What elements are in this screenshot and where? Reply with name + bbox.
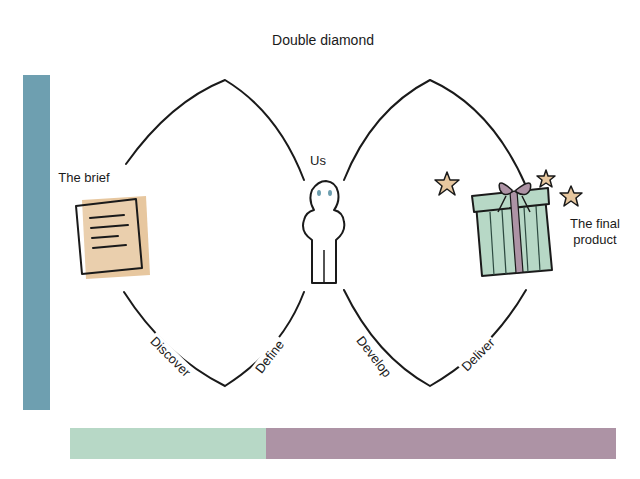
phase-label: Discover [145, 332, 195, 382]
product-label: The final product [560, 216, 630, 247]
brief-document [76, 196, 150, 279]
phase-bar [266, 428, 616, 459]
team-label: Us [310, 153, 326, 169]
diamond-outline [124, 80, 526, 386]
phase-label: Deliver [457, 334, 499, 376]
phase-label: Define [251, 336, 289, 378]
phase-label: Develop [352, 332, 396, 382]
gift-box [472, 183, 552, 276]
phase-bar [70, 428, 266, 459]
brief-label: The brief [58, 170, 109, 186]
side-bar [23, 75, 50, 410]
sparkle-star [435, 170, 582, 206]
diagram-title: Double diamond [272, 32, 374, 49]
person-figure [303, 181, 344, 283]
